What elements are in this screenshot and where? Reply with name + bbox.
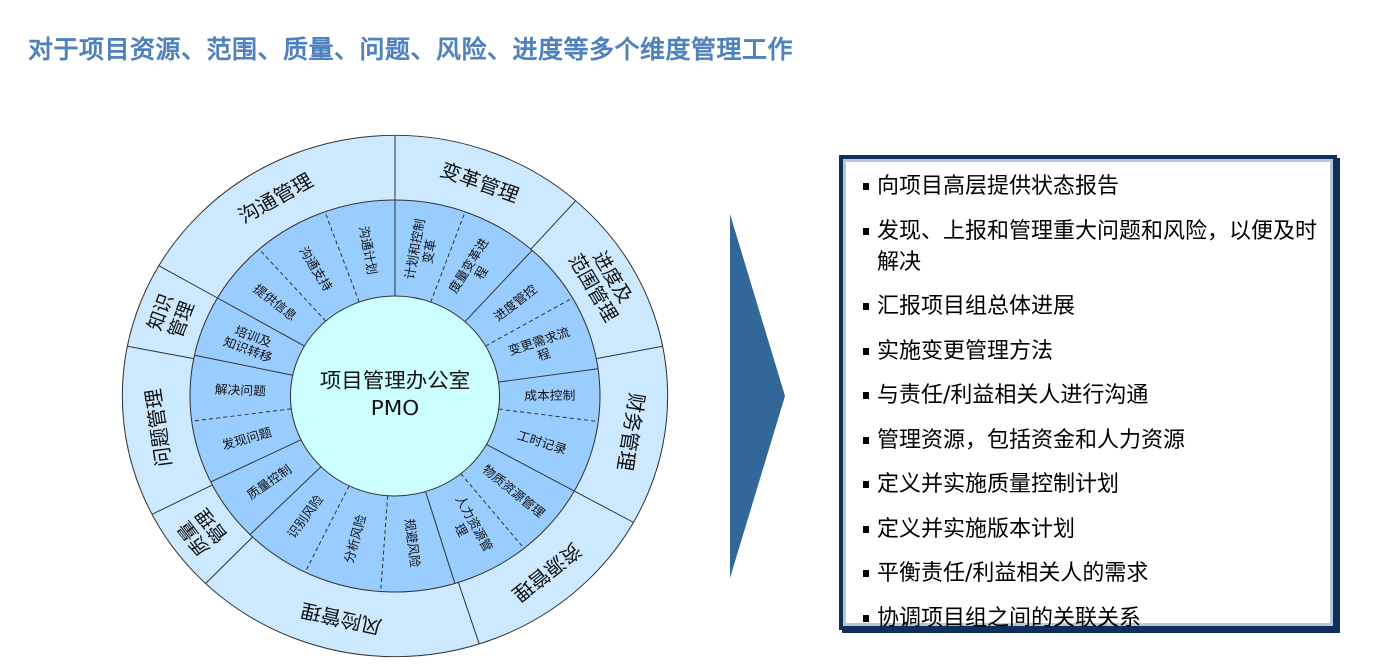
inner-divider-dashed	[460, 473, 525, 549]
inner-divider	[194, 354, 293, 376]
outer-divider	[574, 490, 634, 523]
responsibility-item: 协调项目组之间的关联关系	[863, 603, 1317, 634]
responsibility-item: 实施变更管理方法	[863, 336, 1317, 367]
inner-divider-dashed	[324, 211, 360, 303]
bullet-icon	[863, 525, 869, 533]
responsibility-item: 管理资源，包括资金和人力资源	[863, 425, 1317, 456]
bullet-icon	[863, 614, 869, 622]
inner-segment-label-text: 变革	[419, 238, 439, 265]
bullet-icon	[863, 347, 869, 355]
responsibility-text: 向项目高层提供状态报告	[877, 174, 1120, 199]
inner-divider	[425, 491, 456, 584]
inner-segment-label: 解决问题	[214, 382, 266, 399]
inner-divider-dashed	[380, 495, 389, 592]
inner-divider	[210, 439, 302, 483]
inner-divider-dashed	[485, 297, 573, 347]
responsibility-text: 平衡责任/利益相关人的需求	[877, 561, 1149, 586]
responsibility-text: 与责任/利益相关人进行沟通	[877, 383, 1149, 408]
inner-segment-label: 成本控制	[524, 388, 575, 403]
inner-divider-dashed	[191, 408, 292, 422]
inner-segment-label-text: 成本控制	[524, 388, 575, 403]
inner-divider-dashed	[258, 248, 327, 322]
responsibility-item: 定义并实施质量控制计划	[863, 469, 1317, 500]
responsibility-text: 定义并实施质量控制计划	[877, 472, 1120, 497]
outer-divider	[127, 345, 194, 360]
responsibility-item: 与责任/利益相关人进行沟通	[863, 380, 1317, 411]
bullet-icon	[863, 481, 869, 488]
center-label: PMO	[371, 396, 419, 420]
inner-divider	[498, 368, 599, 383]
inner-divider-dashed	[498, 408, 599, 423]
outer-divider	[158, 265, 218, 299]
bullet-icon	[863, 227, 869, 235]
responsibility-item: 定义并实施版本计划	[863, 514, 1317, 545]
responsibility-item: 平衡责任/利益相关人的需求	[863, 558, 1317, 589]
inner-divider	[486, 444, 575, 492]
right-arrow-icon	[730, 214, 785, 578]
outer-divider	[530, 200, 577, 250]
responsibility-item: 汇报项目组总体进展	[863, 291, 1317, 322]
bullet-icon	[863, 392, 869, 399]
responsibility-text: 实施变更管理方法	[877, 338, 1054, 364]
outer-divider	[205, 536, 253, 584]
inner-segment-label-text: 程	[535, 345, 553, 363]
responsibility-text: 管理资源，包括资金和人力资源	[877, 427, 1186, 453]
bullet-icon	[863, 570, 869, 577]
bullet-icon	[863, 183, 869, 190]
inner-divider	[464, 250, 533, 323]
center-circle	[289, 295, 501, 497]
outer-divider	[457, 582, 480, 645]
responsibility-text: 汇报项目组总体进展	[877, 294, 1076, 319]
responsibility-text: 发现、上报和管理重大问题和风险，以便及时解决	[877, 218, 1318, 275]
inner-segment-label-text: 规避风险	[402, 518, 423, 569]
inner-divider-dashed	[430, 211, 466, 303]
responsibility-item: 发现、上报和管理重大问题和风险，以便及时解决	[863, 216, 1317, 278]
center-label: 项目管理办公室	[320, 368, 471, 392]
responsibility-text: 协调项目组之间的关联关系	[877, 605, 1142, 631]
inner-divider	[217, 297, 305, 347]
inner-divider-dashed	[304, 485, 350, 573]
wheel-group: 变革管理进度及范围管理财务管理资源管理风险管理质量管理问题管理知识管理沟通管理计…	[121, 134, 669, 658]
page-title: 对于项目资源、范围、质量、问题、风险、进度等多个维度管理工作	[28, 35, 794, 64]
inner-divider	[249, 466, 322, 535]
responsibilities-list: 向项目高层提供状态报告发现、上报和管理重大问题和风险，以便及时解决汇报项目组总体…	[863, 171, 1317, 634]
bullet-icon	[863, 436, 869, 444]
responsibilities-box: 向项目高层提供状态报告发现、上报和管理重大问题和风险，以便及时解决汇报项目组总体…	[839, 155, 1337, 631]
inner-segment-label-text: 解决问题	[214, 382, 266, 399]
inner-segment-label: 规避风险	[402, 518, 423, 569]
outer-divider	[151, 484, 213, 515]
responsibility-text: 定义并实施版本计划	[877, 516, 1076, 542]
pmo-wheel-diagram: 变革管理进度及范围管理财务管理资源管理风险管理质量管理问题管理知识管理沟通管理计…	[121, 134, 669, 658]
outer-divider	[596, 345, 663, 360]
bullet-icon	[863, 303, 869, 310]
responsibility-item: 向项目高层提供状态报告	[863, 171, 1317, 202]
